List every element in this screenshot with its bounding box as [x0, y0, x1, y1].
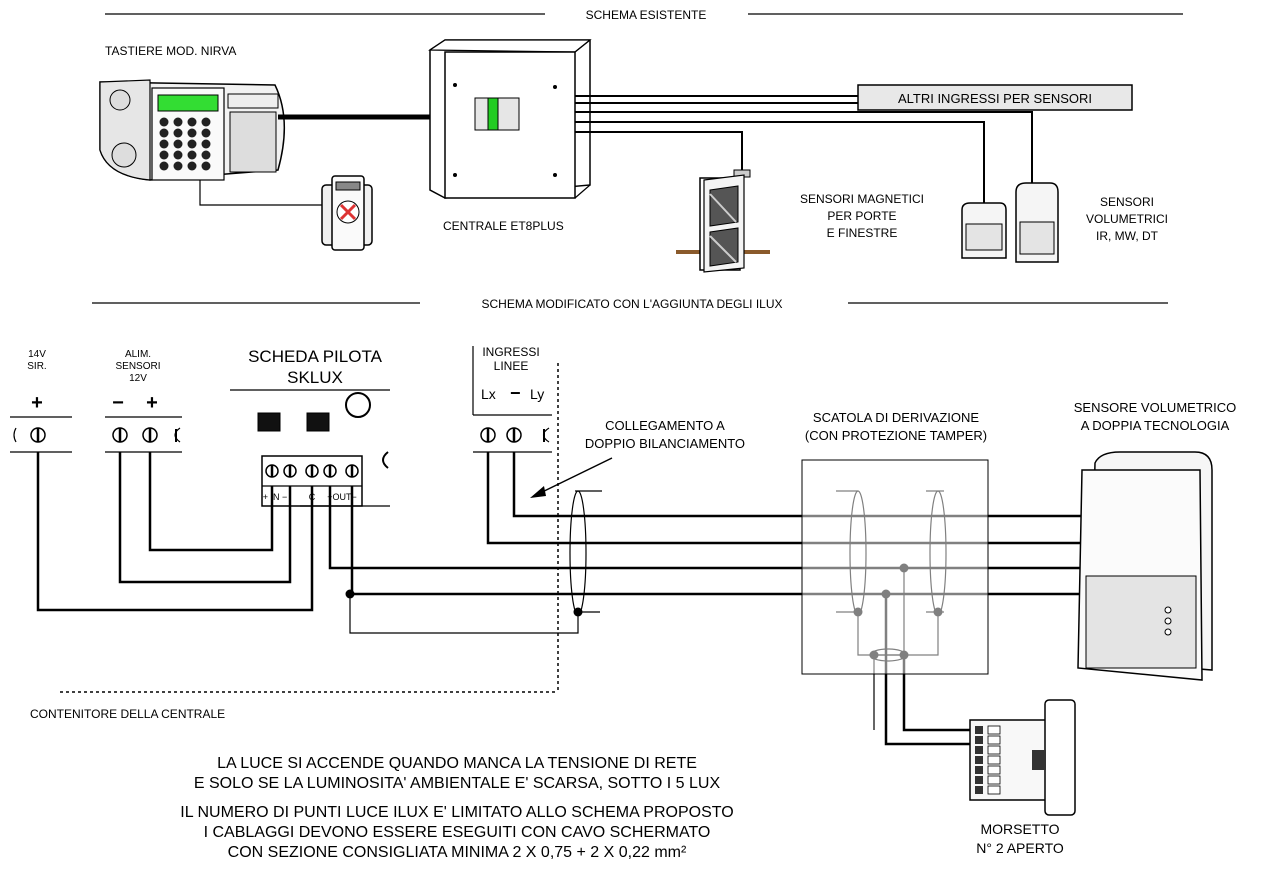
svg-text:SKLUX: SKLUX	[287, 368, 343, 387]
central-et8plus	[428, 39, 592, 199]
keypad-key	[173, 117, 183, 127]
svg-text:LINEE: LINEE	[494, 359, 529, 373]
existing-scheme-title: SCHEMA ESISTENTE	[586, 8, 707, 22]
central-wires	[575, 95, 1033, 205]
terminal-screw	[975, 756, 983, 764]
container-label: CONTENITORE DELLA CENTRALE	[30, 707, 225, 721]
keypad-key	[159, 128, 169, 138]
svg-text:DOPPIO BILANCIAMENTO: DOPPIO BILANCIAMENTO	[585, 436, 745, 451]
svg-text:Lx: Lx	[481, 386, 496, 402]
svg-text:(CON PROTEZIONE TAMPER): (CON PROTEZIONE TAMPER)	[805, 428, 987, 443]
svg-text:N° 2 APERTO: N° 2 APERTO	[976, 840, 1064, 856]
terminal-screw	[975, 786, 983, 794]
keypad-key	[159, 117, 169, 127]
terminal-block-device: MORSETTO N° 2 APERTO	[969, 699, 1076, 856]
keypad-key	[187, 117, 197, 127]
terminal-screw	[975, 766, 983, 774]
section-header-existing: SCHEMA ESISTENTE	[105, 8, 1183, 22]
svg-text:+ IN −: + IN −	[263, 492, 288, 502]
svg-text:ALIM.: ALIM.	[125, 349, 151, 360]
keypad-key	[201, 139, 211, 149]
keypad-key	[173, 139, 183, 149]
svg-text:SENSORI MAGNETICI: SENSORI MAGNETICI	[800, 192, 924, 206]
keypad-key	[159, 139, 169, 149]
central-container-boundary	[60, 363, 559, 693]
keypad-key	[173, 161, 183, 171]
svg-text:IR, MW, DT: IR, MW, DT	[1096, 229, 1159, 243]
svg-text:SENSORI: SENSORI	[115, 361, 160, 372]
keypad-key	[173, 150, 183, 160]
junction-box: SCATOLA DI DERIVAZIONE (CON PROTEZIONE T…	[801, 410, 989, 675]
svg-text:Ly: Ly	[530, 386, 544, 402]
svg-text:SENSORI: SENSORI	[1100, 195, 1154, 209]
svg-text:−: −	[510, 383, 521, 403]
terminal-screw	[975, 746, 983, 754]
svg-text:A DOPPIA TECNOLOGIA: A DOPPIA TECNOLOGIA	[1081, 418, 1230, 433]
keypad-key	[201, 150, 211, 160]
keypad-key	[187, 150, 197, 160]
central-label: CENTRALE ET8PLUS	[443, 219, 564, 233]
volumetric-sensor-large	[1015, 182, 1059, 263]
modified-scheme-title: SCHEMA MODIFICATO CON L'AGGIUNTA DEGLI I…	[481, 297, 782, 311]
svg-text:+: +	[146, 392, 158, 414]
keypad-key	[187, 128, 197, 138]
other-inputs-label: ALTRI INGRESSI PER SENSORI	[898, 91, 1092, 106]
sklux-board: SCHEDA PILOTA SKLUX + IN − C +OUT−	[230, 347, 390, 507]
note-line-3: IL NUMERO DI PUNTI LUCE ILUX E' LIMITATO…	[180, 804, 733, 821]
svg-text:14V: 14V	[28, 349, 46, 360]
svg-text:+OUT−: +OUT−	[327, 492, 357, 502]
power-terminal: ALIM. SENSORI 12V − +	[105, 349, 182, 453]
svg-text:COLLEGAMENTO A: COLLEGAMENTO A	[605, 418, 725, 433]
svg-text:SCHEDA PILOTA: SCHEDA PILOTA	[248, 347, 382, 366]
central-led	[487, 97, 499, 131]
terminal-screw	[975, 776, 983, 784]
other-inputs-box: ALTRI INGRESSI PER SENSORI	[857, 84, 1133, 111]
keypad-key	[201, 117, 211, 127]
door-window-sensor	[676, 169, 770, 273]
keypad-key	[187, 161, 197, 171]
svg-text:MORSETTO: MORSETTO	[980, 821, 1059, 837]
magnetic-sensors-label: SENSORI MAGNETICI PER PORTE E FINESTRE	[800, 192, 924, 240]
keypads-label: TASTIERE MOD. NIRVA	[105, 44, 236, 58]
svg-text:VOLUMETRICI: VOLUMETRICI	[1086, 212, 1168, 226]
keypad-key	[201, 161, 211, 171]
note-line-5: CON SEZIONE CONSIGLIATA MINIMA 2 X 0,75 …	[228, 844, 687, 861]
volumetric-sensor-small	[961, 202, 1007, 259]
svg-text:INGRESSI: INGRESSI	[482, 345, 539, 359]
svg-text:+: +	[31, 392, 43, 414]
note-line-4: I CABLAGGI DEVONO ESSERE ESEGUITI CON CA…	[204, 824, 711, 841]
double-balance-arrow	[530, 457, 613, 498]
double-balance-label: COLLEGAMENTO A DOPPIO BILANCIAMENTO	[585, 418, 745, 451]
dual-tech-sensor: SENSORE VOLUMETRICO A DOPPIA TECNOLOGIA	[1074, 400, 1237, 681]
keypad-key	[173, 128, 183, 138]
svg-text:PER PORTE: PER PORTE	[827, 209, 896, 223]
notes: LA LUCE SI ACCENDE QUANDO MANCA LA TENSI…	[180, 755, 733, 861]
keypad-display	[157, 94, 219, 112]
keypad-key	[187, 139, 197, 149]
terminal-screw	[975, 736, 983, 744]
input-lines-terminal: INGRESSI LINEE Lx − Ly	[472, 345, 552, 453]
svg-text:SIR.: SIR.	[27, 361, 46, 372]
keypad-key	[201, 128, 211, 138]
svg-text:SENSORE VOLUMETRICO: SENSORE VOLUMETRICO	[1074, 400, 1237, 415]
nirva-keypad	[99, 79, 285, 181]
section-header-modified: SCHEMA MODIFICATO CON L'AGGIUNTA DEGLI I…	[92, 297, 1168, 311]
note-line-1: LA LUCE SI ACCENDE QUANDO MANCA LA TENSI…	[217, 755, 697, 772]
svg-text:12V: 12V	[129, 373, 147, 384]
note-line-2: E SOLO SE LA LUMINOSITA' AMBIENTALE E' S…	[194, 775, 721, 792]
keypad-key	[159, 150, 169, 160]
siren-terminal: 14V SIR. +	[10, 349, 72, 453]
keypad-key	[159, 161, 169, 171]
svg-text:SCATOLA DI DERIVAZIONE: SCATOLA DI DERIVAZIONE	[813, 410, 979, 425]
volumetric-sensors-label: SENSORI VOLUMETRICI IR, MW, DT	[1086, 195, 1168, 243]
svg-text:−: −	[112, 392, 124, 414]
wall-keypad	[321, 175, 373, 251]
terminal-screw	[975, 726, 983, 734]
svg-text:E FINESTRE: E FINESTRE	[827, 226, 898, 240]
